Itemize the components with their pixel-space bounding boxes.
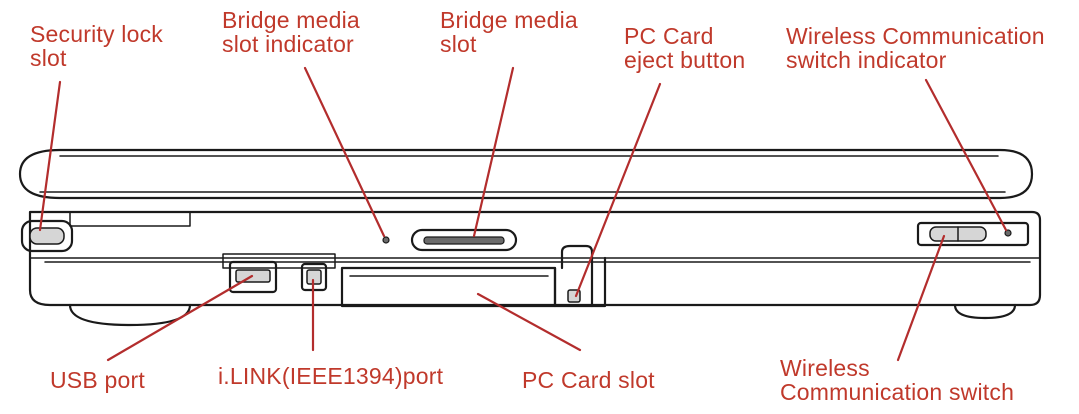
bridge-media-slot-graphic [410,228,518,252]
leader-wireless-switch [896,234,946,362]
leader-bridge-indicator [303,66,386,238]
label-wireless-switch: Wireless Communication switch [780,355,1015,405]
laptop-base [28,210,1042,307]
security-lock-slot-graphic [20,219,74,253]
wireless-indicator-led [1004,229,1012,237]
laptop-lid [18,148,1034,200]
label-pc-card-eject-button: PC Card eject button [624,23,746,73]
leader-eject-button [574,82,662,298]
leader-bridge-slot [472,66,515,238]
leader-wireless-indicator [924,78,1008,232]
laptop-feet [68,303,1017,327]
label-pc-card-slot: PC Card slot [522,367,655,393]
label-bridge-media-slot: Bridge media slot [440,7,578,57]
leader-security-lock [38,80,62,232]
label-security-lock-slot: Security lock slot [30,21,163,71]
pc-card-slot-graphic [340,256,607,308]
label-usb-port: USB port [50,367,145,393]
leader-lines [38,66,1008,362]
bridge-media-indicator-led [382,236,390,244]
pc-card-eject-button-graphic [560,244,594,308]
label-bridge-media-slot-indicator: Bridge media slot indicator [222,7,360,57]
wireless-switch-graphic [916,221,1030,247]
label-ilink-port: i.LINK(IEEE1394)port [218,363,444,389]
leader-pc-card-slot [476,292,582,352]
leader-usb-port [106,274,254,362]
label-wireless-switch-indicator: Wireless Communication switch indicator [786,23,1045,73]
